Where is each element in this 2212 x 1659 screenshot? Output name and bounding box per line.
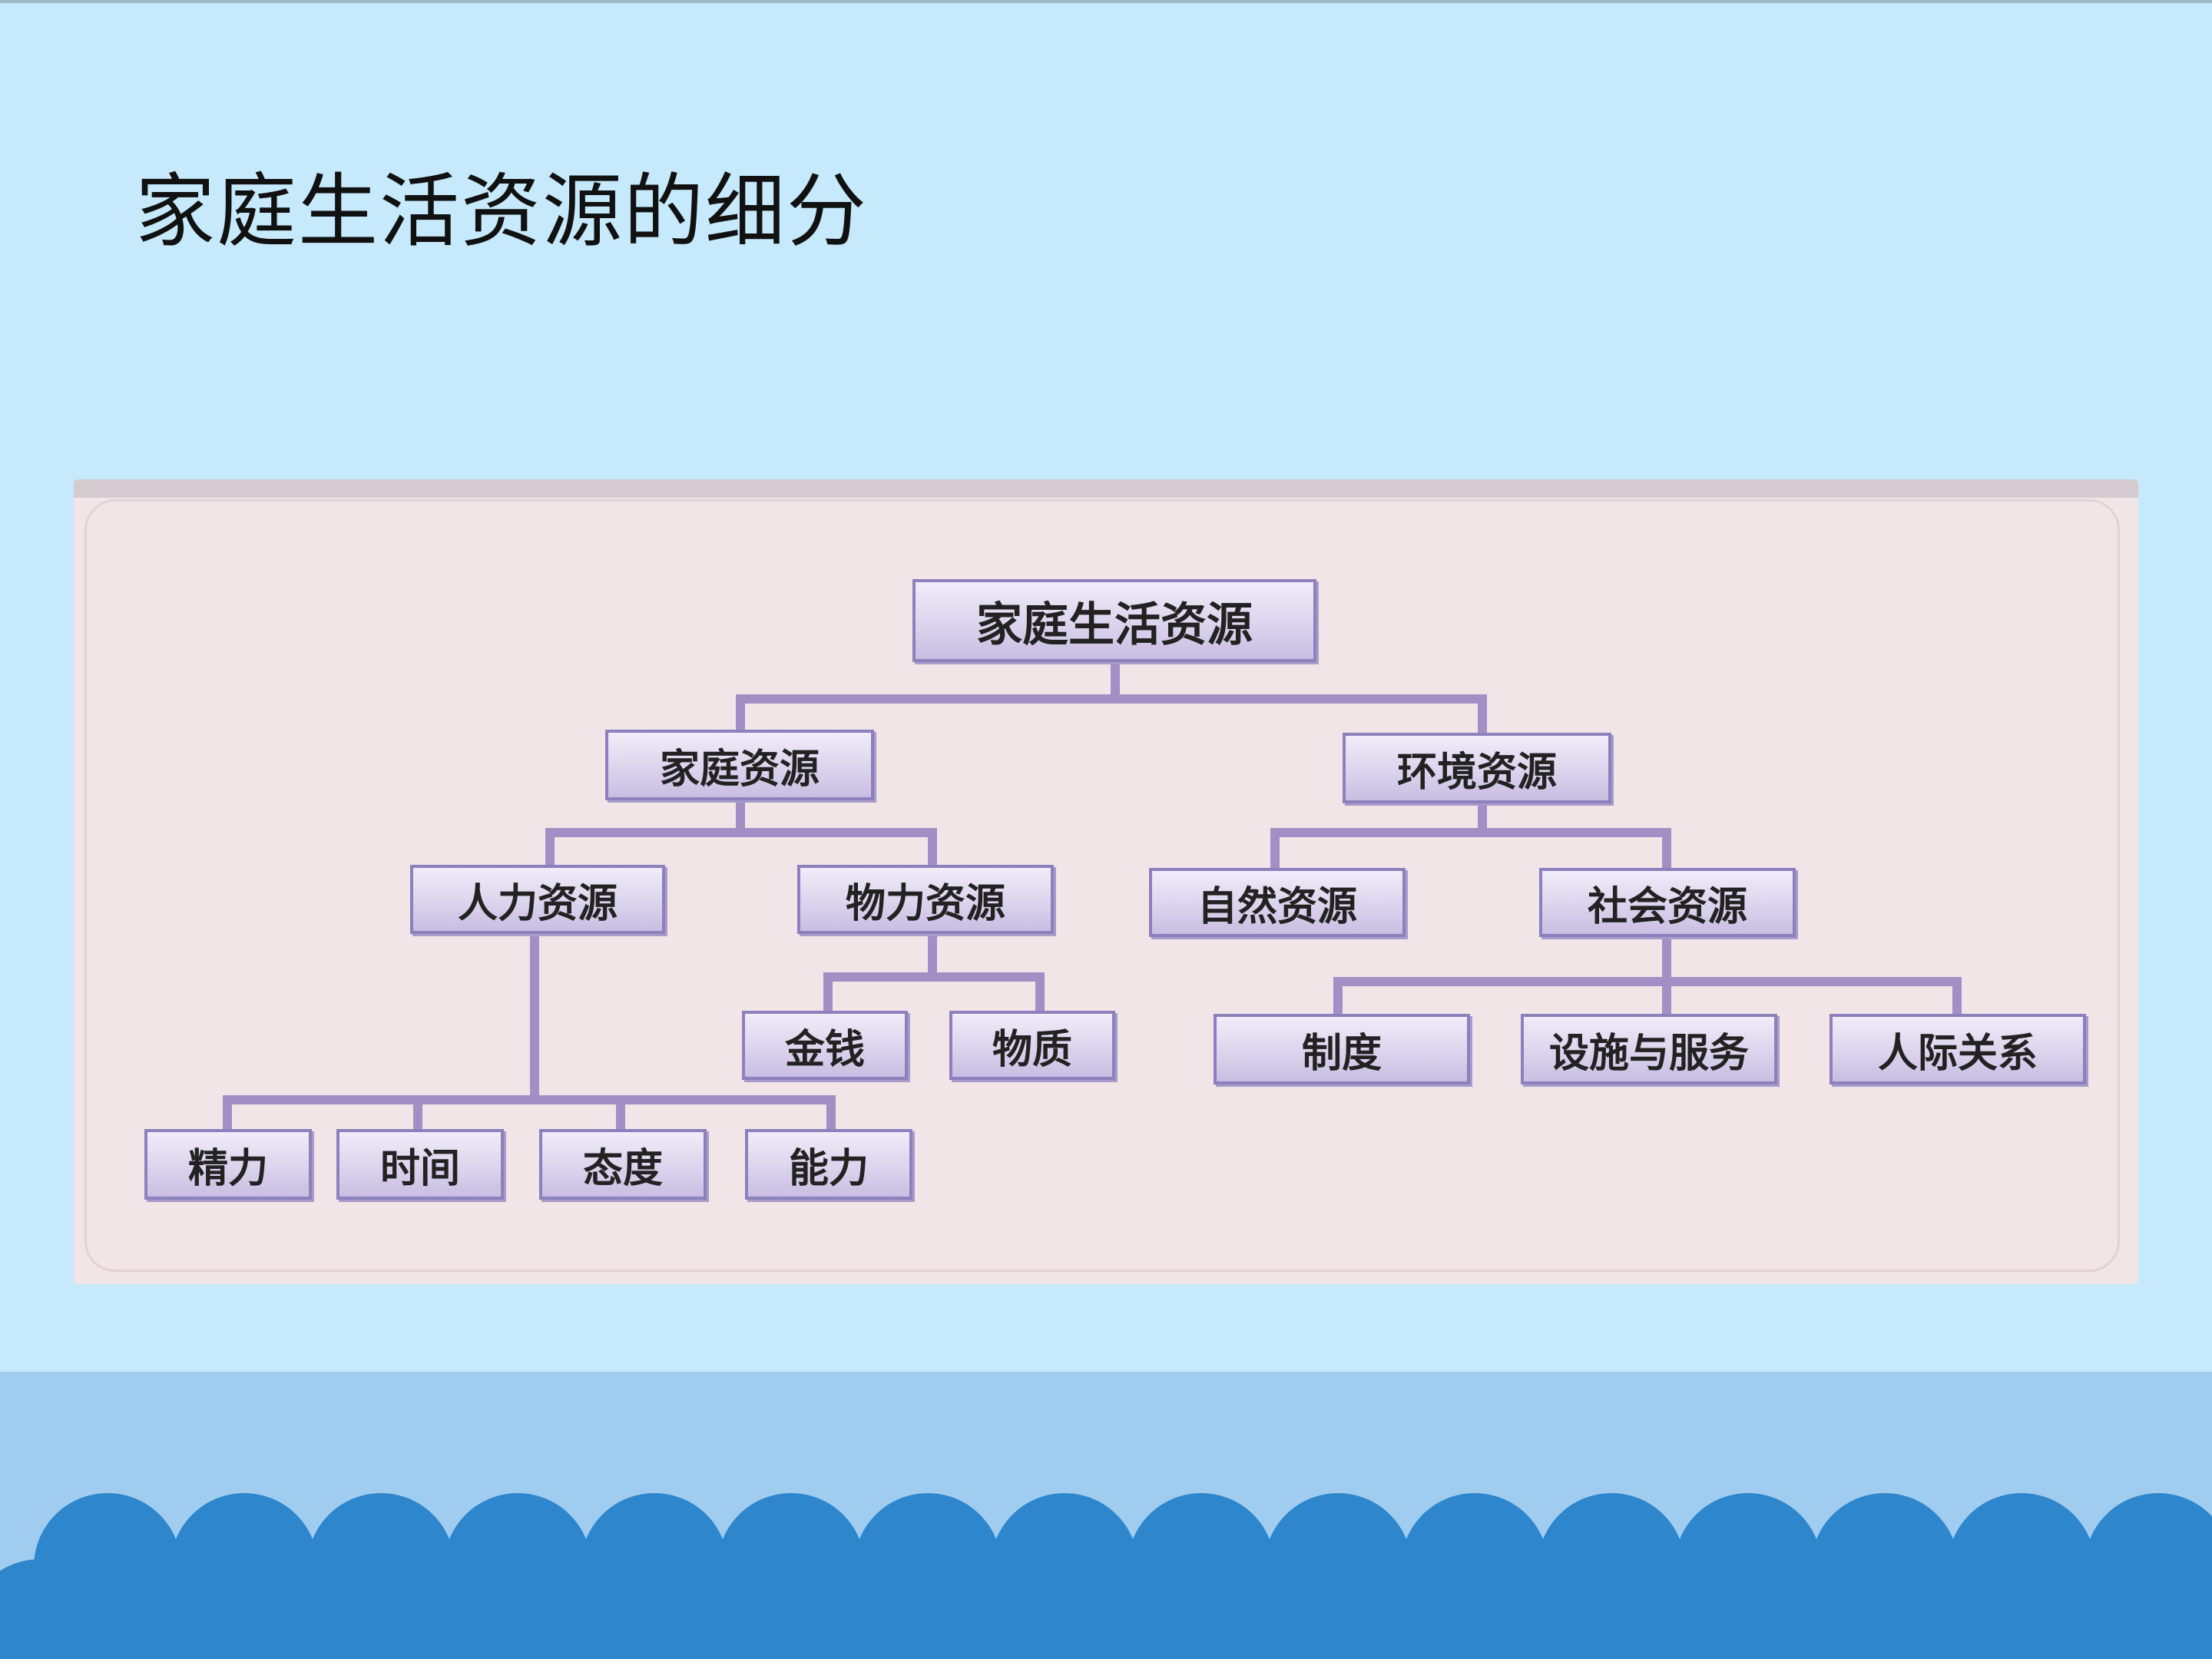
wave-scallop: [2154, 1561, 2212, 1659]
wave-scallop: [376, 1559, 524, 1659]
node-goods: 物质: [949, 1011, 1115, 1080]
wave-scallop: [240, 1559, 387, 1659]
wave-scallop: [1607, 1559, 1754, 1659]
wave-scallop: [1197, 1559, 1344, 1659]
node-ability: 能力: [745, 1129, 912, 1200]
wave-scallop: [1060, 1559, 1207, 1659]
node-natural-resources: 自然资源: [1149, 868, 1406, 937]
connector-lines: [223, 656, 1962, 1137]
wave-pattern: [0, 1493, 2212, 1659]
wave-scallop: [2017, 1559, 2164, 1659]
card-top-edge: [74, 479, 2138, 498]
node-money: 金钱: [742, 1011, 908, 1080]
wave-scallop: [0, 1559, 114, 1659]
wave-scallop: [1880, 1559, 2028, 1659]
wave-scallop: [1333, 1559, 1481, 1659]
node-attitude: 态度: [539, 1129, 707, 1200]
card-inner-frame: [84, 499, 2120, 1272]
node-environment-resources: 环境资源: [1343, 733, 1611, 803]
node-family-resources: 家庭资源: [605, 730, 874, 800]
wave-scallop: [923, 1559, 1071, 1659]
wave-scallop: [786, 1559, 934, 1659]
node-facilities-services: 设施与服务: [1521, 1014, 1777, 1084]
node-human-resources: 人力资源: [410, 865, 665, 934]
wave-scallop: [1470, 1559, 1618, 1659]
node-time: 时间: [336, 1129, 504, 1200]
wave-scallop: [1743, 1559, 1891, 1659]
node-root: 家庭生活资源: [912, 579, 1316, 662]
node-energy: 精力: [144, 1129, 312, 1200]
diagram-card: 家庭生活资源 家庭资源 环境资源 人力资源 物力资源 自然资源 社会资源 金钱 …: [74, 479, 2138, 1284]
node-interpersonal-relations: 人际关系: [1830, 1014, 2086, 1084]
slide-title: 家庭生活资源的细分: [135, 164, 869, 258]
wave-scallop: [103, 1559, 250, 1659]
node-social-resources: 社会资源: [1539, 868, 1796, 937]
wave-scallop: [650, 1559, 797, 1659]
node-material-resources: 物力资源: [797, 865, 1054, 934]
node-system: 制度: [1214, 1014, 1470, 1084]
top-divider: [0, 0, 2212, 3]
wave-scallop: [513, 1559, 661, 1659]
